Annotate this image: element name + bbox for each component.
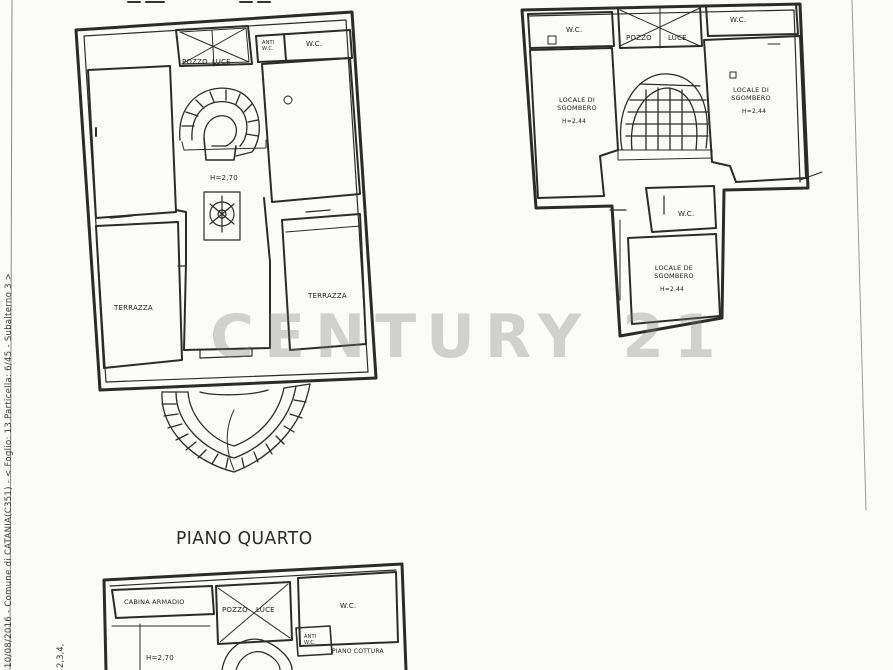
paper-edge-right: [851, 0, 867, 511]
label-wc-left: W.C.: [566, 26, 583, 34]
terrazza-left-room: [95, 221, 183, 369]
label-piano-cottura: PIANO COTTURA: [332, 648, 384, 655]
label-wc: W.C.: [306, 40, 323, 48]
locale-left-room: [529, 47, 619, 199]
label-locale-right: LOCALE DI SGOMBERO: [731, 86, 771, 102]
pozzo-luce: [617, 5, 703, 49]
external-curved-stair: [161, 383, 311, 473]
paper-edge-left: [9, 0, 13, 670]
floor-title: PIANO QUARTO: [176, 528, 313, 549]
room-right: [261, 57, 361, 203]
label-terrazza-right: TERRAZZA: [308, 292, 347, 300]
label-wc: W.C.: [340, 602, 357, 610]
anti-wc-room: [295, 625, 333, 657]
pozzo-luce: [215, 581, 293, 645]
small-spiral-stair: [203, 191, 241, 241]
locale-bottom-room: [627, 233, 721, 325]
label-luce: LUCE: [212, 58, 231, 66]
label-locale-left-h: H=2,44: [562, 118, 587, 125]
outer-wall: [74, 10, 378, 392]
label-locale-left: LOCALE DI SGOMBERO: [557, 96, 597, 112]
label-locale-bottom-h: H=2,44: [660, 286, 685, 293]
pozzo-luce: [175, 25, 253, 67]
label-pozzo: POZZO: [626, 34, 652, 42]
label-cabina-armadio: CABINA ARMADIO: [124, 598, 185, 606]
label-terrazza-left: TERRAZZA: [114, 304, 153, 312]
label-wc-right: W.C.: [730, 16, 747, 24]
wc-left-room: [527, 11, 615, 49]
upper-left-floor-plan: [74, 10, 378, 473]
locale-right-room: [703, 35, 807, 183]
label-pozzo: POZZO: [222, 606, 248, 614]
wc-room: [255, 29, 353, 63]
label-anti-wc: ANTI W.C.: [304, 634, 317, 646]
stair: [617, 73, 713, 161]
watermark: CENTURY 21: [210, 302, 726, 372]
cabina-armadio-room: [111, 585, 215, 619]
spiral-stair: [179, 87, 267, 161]
room-left: [87, 65, 177, 219]
upper-right-floor-plan: [520, 2, 823, 338]
cadastral-side-note: 10/08/2016 - Comune di CATANIA(C351) - <…: [4, 272, 14, 668]
label-anti-wc: ANTI W.C.: [262, 40, 275, 52]
bottom-floor-plan: [102, 562, 408, 670]
bottom-stair: [221, 638, 293, 670]
label-luce: LUCE: [668, 34, 687, 42]
label-locale-bottom: LOCALE DE SGOMBERO: [654, 264, 694, 280]
outer-wall: [520, 2, 810, 338]
label-height: H=2,70: [210, 174, 238, 182]
cadastral-side-note-2: 2,3,4,: [56, 643, 66, 668]
terrazza-right-room: [281, 213, 367, 351]
label-locale-right-h: H=2,44: [742, 108, 767, 115]
wc-right-room: [705, 3, 799, 37]
label-height: H=2,70: [146, 654, 174, 662]
label-pozzo: POZZO: [182, 58, 208, 66]
label-wc-mid: W.C.: [678, 210, 695, 218]
wc-mid-room: [645, 185, 717, 233]
outer-wall: [102, 562, 408, 670]
wc-room: [297, 571, 399, 647]
label-luce: LUCE: [256, 606, 275, 614]
